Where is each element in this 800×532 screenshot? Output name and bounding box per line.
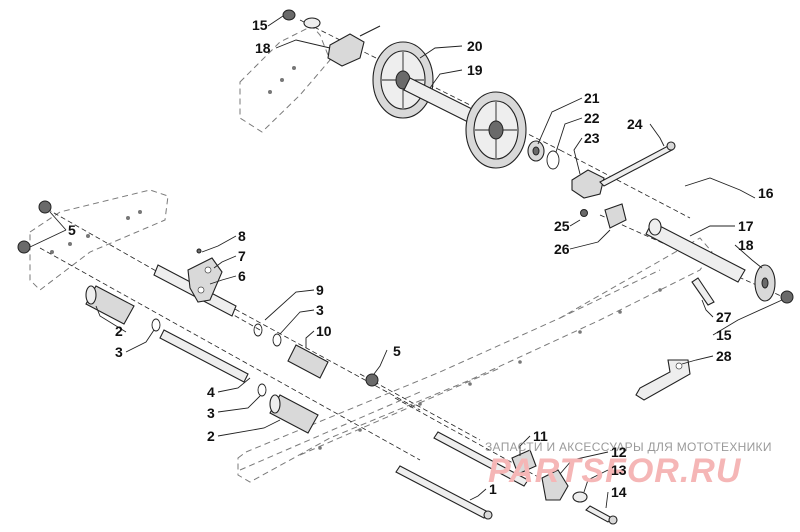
- callout-9: 9: [316, 282, 324, 298]
- callout-18: 18: [255, 40, 271, 56]
- callout-4: 4: [207, 384, 215, 400]
- front-arm-assembly: [17, 200, 379, 434]
- callout-3-left: 3: [115, 344, 123, 360]
- callout-11: 11: [533, 428, 548, 444]
- callout-24: 24: [627, 116, 643, 132]
- callout-13: 13: [611, 462, 627, 478]
- callout-5-front: 5: [68, 222, 76, 238]
- lower-bolts: [395, 431, 618, 525]
- callout-18-rear: 18: [738, 237, 754, 253]
- callout-14: 14: [611, 484, 627, 500]
- watermark-caption: ЗАПАСТИ И АКСЕССУАРЫ ДЛЯ МОТОТЕХНИКИ: [485, 440, 772, 454]
- callout-7: 7: [238, 248, 246, 264]
- callout-17: 17: [738, 218, 754, 234]
- rail-frames: [29, 25, 713, 483]
- callout-21: 21: [584, 90, 600, 106]
- rear-idler-assembly: [580, 203, 794, 401]
- callout-1: 1: [489, 481, 497, 497]
- callout-19: 19: [467, 62, 483, 78]
- idler-wheel-2: [465, 91, 527, 169]
- callout-20: 20: [467, 38, 483, 54]
- callout-25: 25: [554, 218, 570, 234]
- callout-22: 22: [584, 110, 600, 126]
- callout-5-mid: 5: [393, 343, 401, 359]
- leader-lines: [29, 15, 783, 509]
- callout-2-upper: 2: [115, 323, 123, 339]
- callout-23: 23: [584, 130, 600, 146]
- callout-3-lower: 3: [207, 405, 215, 421]
- callout-2-lower: 2: [207, 428, 215, 444]
- callout-16: 16: [758, 185, 774, 201]
- idler-wheel-1: [372, 41, 434, 119]
- callout-27: 27: [716, 309, 732, 325]
- callout-labels: 15 18 20 19 21 22 23 24 16 17 18 25 26 5…: [68, 17, 774, 500]
- callout-12: 12: [611, 444, 627, 460]
- callout-8: 8: [238, 228, 246, 244]
- upper-idler-assembly: [282, 9, 676, 199]
- callout-3-upper: 3: [316, 302, 324, 318]
- watermark-logo: PARTSFOR.RU: [488, 452, 742, 490]
- callout-10: 10: [316, 323, 332, 339]
- callout-6: 6: [238, 268, 246, 284]
- callout-15: 15: [252, 17, 268, 33]
- callout-26: 26: [554, 241, 570, 257]
- callout-15-rear: 15: [716, 327, 732, 343]
- callout-28: 28: [716, 348, 732, 364]
- watermark: ЗАПАСТИ И АКСЕССУАРЫ ДЛЯ МОТОТЕХНИКИ PAR…: [485, 440, 772, 490]
